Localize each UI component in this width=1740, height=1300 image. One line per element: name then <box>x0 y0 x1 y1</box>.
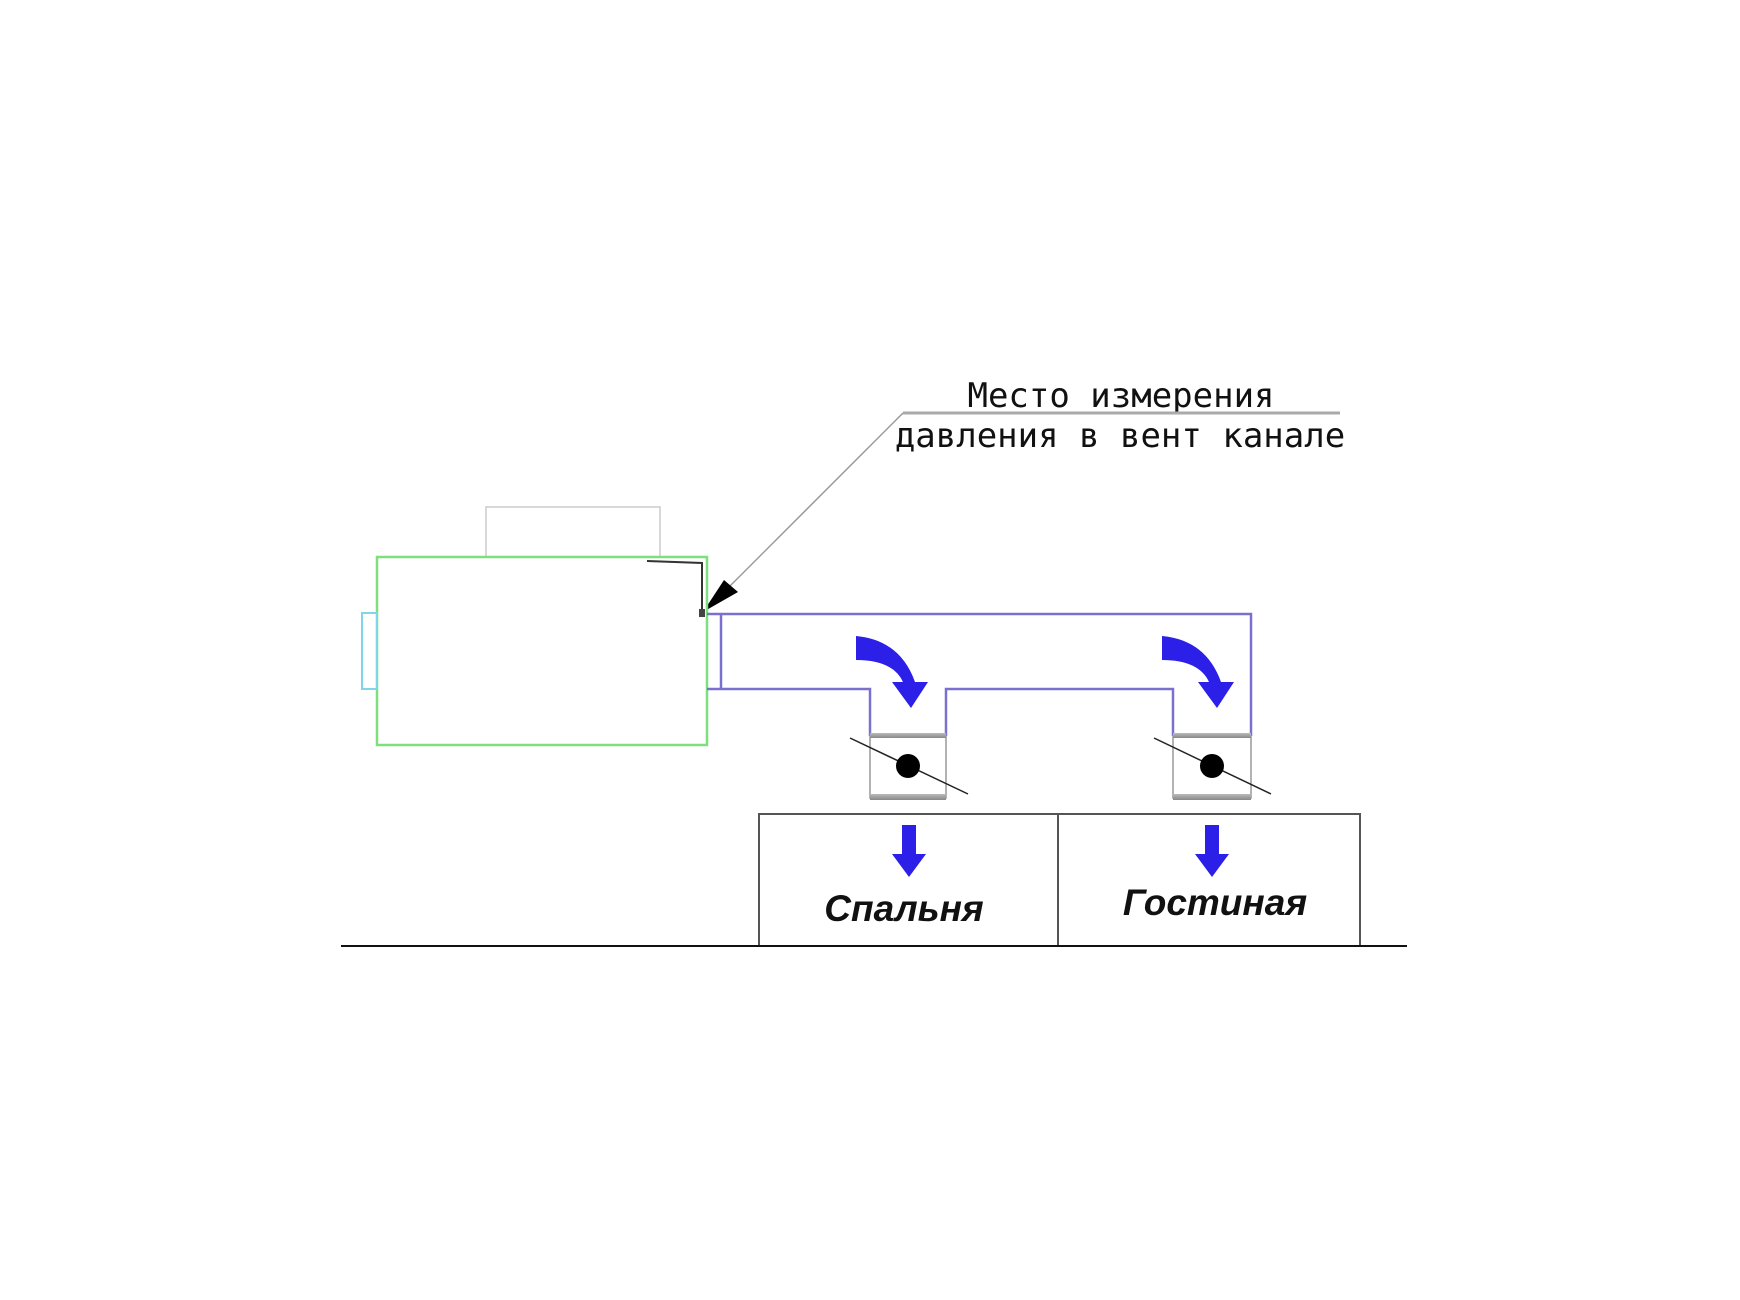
air-duct <box>707 612 1253 736</box>
room-label-bedroom: Спальня <box>824 888 984 929</box>
damper-1 <box>849 733 969 800</box>
annotation-line1: Место измерения <box>967 376 1274 416</box>
room-label-living-room: Гостиная <box>1123 882 1307 923</box>
down-arrow-icon <box>892 825 926 877</box>
ventilation-unit <box>375 555 709 747</box>
curved-arrow-icon <box>856 636 928 708</box>
pressure-tube <box>646 560 703 613</box>
curved-arrow-icon <box>1162 636 1234 708</box>
pressure-port <box>699 609 705 617</box>
damper-2 <box>1153 733 1272 800</box>
down-arrow-icon <box>1195 825 1229 877</box>
leader-arrowhead-icon <box>703 580 738 612</box>
leader-line <box>711 412 904 605</box>
annotation-line2: давления в вент канале <box>895 416 1345 456</box>
unit-top-box <box>485 506 661 558</box>
unit-inlet <box>361 612 378 690</box>
